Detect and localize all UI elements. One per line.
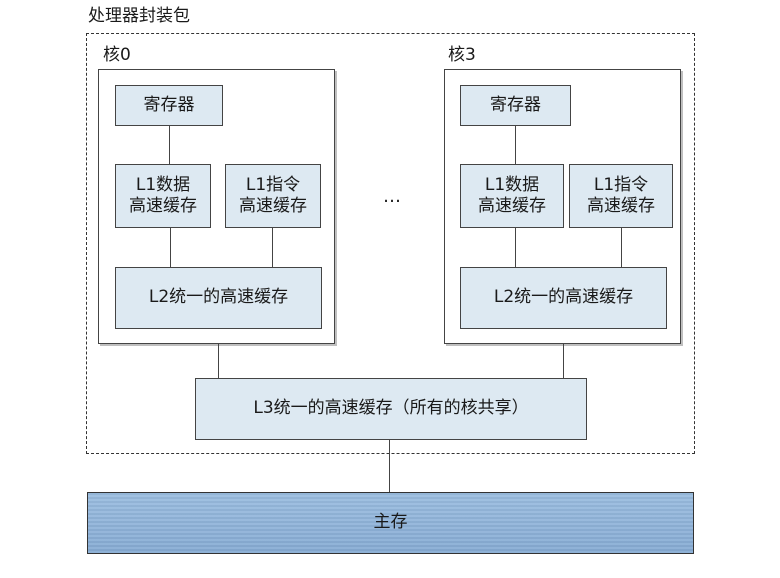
l3-shared-cache: L3统一的高速缓存（所有的核共享） xyxy=(195,378,587,440)
processor-package xyxy=(86,33,695,454)
core-3-l1-instruction-cache: L1指令 高速缓存 xyxy=(569,164,673,228)
core-0-l1d-line2: 高速缓存 xyxy=(129,196,197,216)
core-0-l2-label: L2统一的高速缓存 xyxy=(148,287,289,308)
core-0-l1d-l2-line xyxy=(170,228,171,267)
core-0-l1i-l2-line xyxy=(272,228,273,267)
core-0-l1d-line1: L1数据 xyxy=(135,174,191,195)
core-3-l3-line xyxy=(563,344,564,378)
core-0-registers: 寄存器 xyxy=(115,85,223,126)
core-3-registers-label: 寄存器 xyxy=(490,94,541,115)
core-3-label: 核3 xyxy=(448,45,476,65)
core-3-l1i-line1: L1指令 xyxy=(593,174,649,195)
main-memory: 主存 xyxy=(87,492,694,554)
core-3-registers: 寄存器 xyxy=(460,85,571,126)
cores-ellipsis: … xyxy=(383,186,401,207)
core-3-reg-l1d-line xyxy=(515,126,516,164)
core-0-registers-label: 寄存器 xyxy=(143,94,195,115)
core-0-l3-line xyxy=(218,344,219,378)
core-3-l2-cache: L2统一的高速缓存 xyxy=(460,267,667,329)
main-memory-label: 主存 xyxy=(373,512,408,533)
core-3-l1d-line2: 高速缓存 xyxy=(478,196,546,216)
core-3-l1d-line1: L1数据 xyxy=(484,174,540,195)
core-3-l1i-l2-line xyxy=(621,228,622,267)
core-0-l1-instruction-cache: L1指令 高速缓存 xyxy=(225,164,321,228)
core-3-l2-label: L2统一的高速缓存 xyxy=(493,287,634,308)
core-0-label: 核0 xyxy=(103,45,131,65)
core-0-reg-l1d-line xyxy=(169,126,170,164)
core-3-l1i-line2: 高速缓存 xyxy=(587,196,655,216)
core-0-l2-cache: L2统一的高速缓存 xyxy=(115,267,322,329)
l3-label: L3统一的高速缓存（所有的核共享） xyxy=(253,398,529,419)
core-3-l1d-l2-line xyxy=(515,228,516,267)
core-0-l1i-line2: 高速缓存 xyxy=(239,196,307,216)
l3-memory-line xyxy=(389,440,390,492)
package-title: 处理器封装包 xyxy=(88,6,190,26)
core-3-l1-data-cache: L1数据 高速缓存 xyxy=(460,164,564,228)
core-0-l1-data-cache: L1数据 高速缓存 xyxy=(115,164,211,228)
core-0-l1i-line1: L1指令 xyxy=(245,174,301,195)
